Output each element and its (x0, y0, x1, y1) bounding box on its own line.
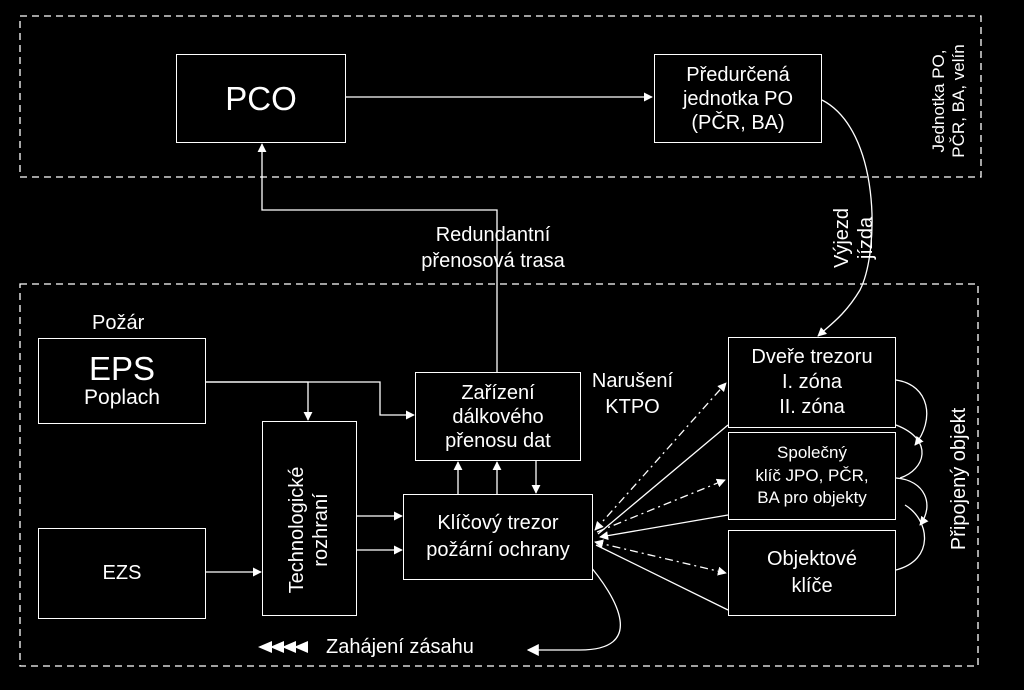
remote-transfer-line-3: přenosu dat (445, 429, 551, 452)
eps-box: EPS Poplach (38, 338, 206, 424)
curve-objectkeys-right (895, 504, 926, 571)
top-zone-line-2: PČR, BA, velín (949, 44, 969, 158)
curve-door-to-commonkey (895, 379, 928, 446)
redundant-route-label: Redundantní přenosová trasa (398, 222, 588, 274)
pco-label: PCO (225, 79, 297, 117)
arrow-keysafe-to-objectkeys (594, 539, 727, 576)
bottom-zone-border (19, 283, 979, 667)
safe-door-line-1: Dveře trezoru (751, 346, 873, 368)
key-safe-box: Klíčový trezor požární ochrany (403, 494, 593, 580)
fire-label: Požár (92, 312, 145, 334)
arrow-eps-to-transfer (206, 381, 415, 420)
key-safe-line-2: požární ochrany (426, 539, 570, 561)
object-keys-box: Objektové klíče (728, 530, 896, 616)
curve-commonkey-to-objectkeys (895, 477, 929, 526)
departure-line-2: jízda (855, 216, 877, 260)
designated-unit-box: Předurčená jednotka PO (PČR, BA) (654, 54, 822, 143)
eps-title: EPS (88, 349, 156, 387)
safe-door-box: Dveře trezoru I. zóna II. zóna (728, 337, 896, 428)
designated-unit-line-2: jednotka PO (682, 87, 794, 110)
arrow-commonkey-to-keysafe (599, 514, 729, 541)
arrow-objectkeys-to-keysafe (595, 544, 729, 611)
ezs-box: EZS (38, 528, 206, 619)
object-keys-line-1: Objektové (766, 548, 858, 570)
tech-interface-label: Technologické rozhraní (285, 430, 335, 630)
departure-label: Výjezd jízda (830, 188, 886, 288)
arrow-redundant-route (257, 143, 498, 372)
arrow-keysafe-to-commonkey (596, 478, 726, 533)
eps-subtitle: Poplach (84, 386, 160, 410)
designated-unit-line-1: Předurčená (686, 63, 790, 86)
arrow-intervention-start (526, 559, 621, 656)
bottom-zone-label: Připojený objekt (948, 407, 970, 551)
departure-line-1: Výjezd (831, 207, 853, 269)
object-keys-line-2: klíče (791, 575, 833, 597)
common-key-line-3: BA pro objekty (757, 488, 867, 508)
top-zone-label: Jednotka PO, PČR, BA, velín (929, 21, 973, 181)
designated-unit-line-3: (PČR, BA) (691, 111, 785, 134)
common-key-line-1: Společný (777, 442, 847, 462)
quad-arrow-icon (258, 641, 308, 653)
top-zone-border (19, 15, 982, 178)
curve-door-to-commonkey-2 (895, 424, 923, 479)
safe-door-line-3: II. zóna (779, 396, 845, 418)
tech-interface-line-1: Technologické (286, 466, 308, 594)
tech-interface-line-2: rozhraní (310, 493, 332, 567)
safe-door-line-2: I. zóna (781, 371, 843, 393)
remote-transfer-line-1: Zařízení (461, 381, 535, 404)
common-key-line-2: klíč JPO, PČR, (755, 465, 869, 485)
top-zone-line-1: Jednotka PO, (929, 49, 948, 153)
redundant-route-line-2: přenosová trasa (421, 250, 565, 272)
ezs-label: EZS (102, 562, 142, 584)
intervention-start-label: Zahájení zásahu (326, 636, 474, 658)
pco-box: PCO (176, 54, 346, 143)
redundant-route-line-1: Redundantní (435, 224, 551, 246)
remote-transfer-line-2: dálkového (452, 405, 544, 428)
ktpo-breach-line-1: Narušení (591, 370, 674, 392)
ktpo-breach-line-2: KTPO (605, 396, 660, 418)
ktpo-breach-label: Narušení KTPO (590, 368, 675, 420)
tech-interface-box (262, 421, 357, 616)
remote-transfer-box: Zařízení dálkového přenosu dat (415, 372, 581, 461)
common-key-box: Společný klíč JPO, PČR, BA pro objekty (728, 432, 896, 520)
key-safe-line-1: Klíčový trezor (437, 512, 559, 534)
arrow-departure (817, 99, 873, 337)
arrow-door-to-keysafe (597, 424, 729, 535)
arrow-keysafe-to-door (594, 382, 727, 531)
arrow-eps-to-tech (206, 381, 313, 421)
